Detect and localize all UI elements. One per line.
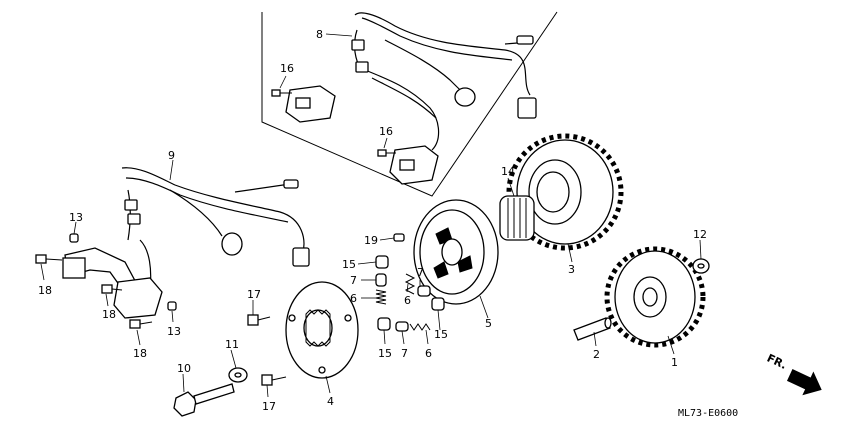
callout-9: 9 [168,149,175,162]
starter-clutch-hub [285,281,359,379]
bolt-16a [271,89,292,97]
dowel-19 [393,233,405,242]
callout-12: 12 [693,228,707,241]
spring-cap-15a [375,255,389,269]
starter-clutch-outer [413,199,499,305]
inset-frame [261,11,558,197]
callout-16b: 16 [379,125,393,138]
callout-14: 14 [501,165,515,178]
callout-4: 4 [327,395,334,408]
callout-10: 10 [177,362,191,375]
callout-1: 1 [671,356,678,369]
washer-12 [692,258,710,274]
pulser-harness-upper [285,12,537,185]
needle-bearing [499,195,535,241]
callout-19: 19 [364,234,378,247]
callout-7a: 7 [350,274,357,287]
bolt-17b [261,374,287,386]
spring-6c [409,323,431,331]
callout-18c: 18 [133,347,147,360]
callout-18a: 18 [38,284,52,297]
washer-11 [228,367,248,383]
spring-6a [375,289,387,305]
callout-13b: 13 [167,325,181,338]
starter-driven-gear [506,133,624,251]
callout-15b: 15 [378,347,392,360]
callout-8: 8 [316,28,323,41]
callout-7b: 7 [417,266,424,279]
bolt-17a [247,314,271,326]
diagram-code: ML73-E0600 [678,408,738,419]
callout-15c: 15 [434,328,448,341]
callout-6a: 6 [350,292,357,305]
callout-17b: 17 [262,400,276,413]
bolt-10 [173,383,235,417]
callout-13a: 13 [69,211,83,224]
callout-18b: 18 [102,308,116,321]
callout-6b: 6 [404,294,411,307]
callout-2: 2 [593,348,600,361]
spring-cap-15c [431,297,445,311]
grommet-13a [69,233,79,243]
leader-lines [40,33,702,398]
bolt-18b [101,284,123,294]
roller-7c [395,321,409,332]
callout-labels: 8 16 16 9 13 18 18 18 13 14 3 19 15 7 6 … [38,28,707,413]
pin-2 [573,317,612,341]
roller-7a [375,273,387,287]
callout-11: 11 [225,338,239,351]
front-label: FR. [765,352,789,372]
callout-6c: 6 [425,347,432,360]
callout-16a: 16 [280,62,294,75]
pulser-harness-lower [62,167,310,319]
bolt-18a [35,254,63,264]
callout-15a: 15 [342,258,356,271]
callout-17a: 17 [247,288,261,301]
bolt-18c [129,319,153,329]
bolt-16b [377,149,396,157]
spring-cap-15b [377,317,391,331]
starter-idle-gear [604,246,706,348]
grommet-13b [167,301,177,311]
callout-7c: 7 [401,347,408,360]
front-direction-arrow: FR. [765,352,822,396]
callout-3: 3 [568,263,575,276]
roller-7b [417,285,431,297]
callout-5: 5 [485,317,492,330]
